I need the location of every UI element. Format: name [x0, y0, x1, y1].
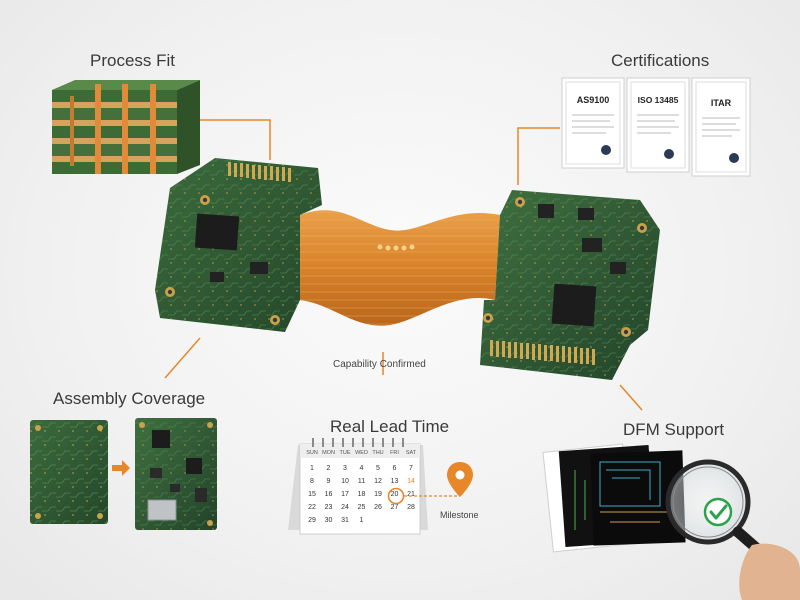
connector-assembly: [164, 337, 201, 379]
label-capability-confirmed: Capability Confirmed: [333, 359, 426, 370]
calendar-weekday: TUE: [340, 450, 351, 456]
calendar-day: 9: [327, 478, 331, 485]
calendar-day: 16: [325, 491, 333, 498]
label-milestone: Milestone: [440, 510, 479, 520]
calendar-day: 22: [308, 504, 316, 511]
calendar-day: 15: [308, 491, 316, 498]
calendar-day: 26: [374, 504, 382, 511]
svg-text:ISO 13485: ISO 13485: [638, 95, 679, 105]
calendar-weekday: WED: [355, 450, 368, 456]
map-pin-icon: [447, 462, 473, 497]
calendar-day: 4: [360, 465, 364, 472]
svg-text:ITAR: ITAR: [711, 98, 732, 108]
certificate-2: ISO 13485: [626, 77, 690, 173]
connector-process-fit: [185, 119, 271, 160]
calendar-day: 2: [327, 465, 331, 472]
calendar-day-highlighted: 14: [407, 478, 415, 485]
calendar-day: 20: [391, 491, 399, 498]
calendar-day: 19: [374, 491, 382, 498]
calendar-day: 8: [310, 478, 314, 485]
assembled-board: [135, 418, 217, 530]
calendar-weekday: SAT: [406, 450, 417, 456]
checkmark-icon: [703, 497, 733, 527]
arrow-right-icon: [112, 460, 130, 476]
calendar-weekday: MON: [322, 450, 335, 456]
calendar-day: 30: [325, 517, 333, 524]
calendar-day: 10: [341, 478, 349, 485]
calendar-day: 18: [358, 491, 366, 498]
rigid-flex-pcb: [155, 158, 660, 380]
dfm-layout-sheets: [542, 443, 686, 553]
calendar-day: 5: [376, 465, 380, 472]
connector-lines: [164, 119, 643, 411]
label-real-lead-time: Real Lead Time: [330, 417, 450, 436]
calendar-day: 1: [360, 517, 364, 524]
calendar-day: 6: [393, 465, 397, 472]
calendar-day: 23: [325, 504, 333, 511]
calendar-day: 21: [407, 491, 415, 498]
highlighted-day-marker: [387, 487, 405, 505]
label-assembly-coverage: Assembly Coverage: [53, 389, 206, 408]
certificate-1: AS9100: [561, 77, 625, 169]
connector-certifications: [517, 127, 560, 185]
calendar-weekday: THU: [372, 450, 383, 456]
label-certifications: Certifications: [611, 51, 710, 70]
right-rigid-board: [480, 190, 660, 380]
calendar-day: 29: [308, 517, 316, 524]
calendar-day: 28: [407, 504, 415, 511]
left-rigid-board: [155, 158, 322, 332]
pcb-layer-stack: [52, 80, 200, 174]
calendar-day: 12: [374, 478, 382, 485]
calendar-day: 11: [358, 478, 365, 485]
certificate-documents: AS9100 ISO 13485 ITAR: [561, 77, 751, 177]
calendar-day: 24: [341, 504, 349, 511]
calendar-day: 13: [391, 478, 399, 485]
calendar-day: 17: [341, 491, 349, 498]
calendar-day: 27: [391, 504, 399, 511]
calendar-day: 3: [343, 465, 347, 472]
calendar-day: 25: [358, 504, 366, 511]
magnifier-icon: [665, 459, 800, 600]
calendar-weekday: FRI: [390, 450, 399, 456]
calendar-day: 31: [341, 517, 349, 524]
calendar-day: 7: [409, 465, 413, 472]
assembly-boards: [30, 418, 217, 530]
label-dfm-support: DFM Support: [623, 420, 725, 439]
svg-text:AS9100: AS9100: [577, 95, 610, 105]
connector-dfm: [619, 384, 643, 411]
certificate-3: ITAR: [691, 77, 751, 177]
calendar-day: 1: [310, 465, 314, 472]
bare-board: [30, 420, 108, 524]
label-process-fit: Process Fit: [90, 51, 176, 70]
calendar-weekday: SUN: [306, 450, 318, 456]
